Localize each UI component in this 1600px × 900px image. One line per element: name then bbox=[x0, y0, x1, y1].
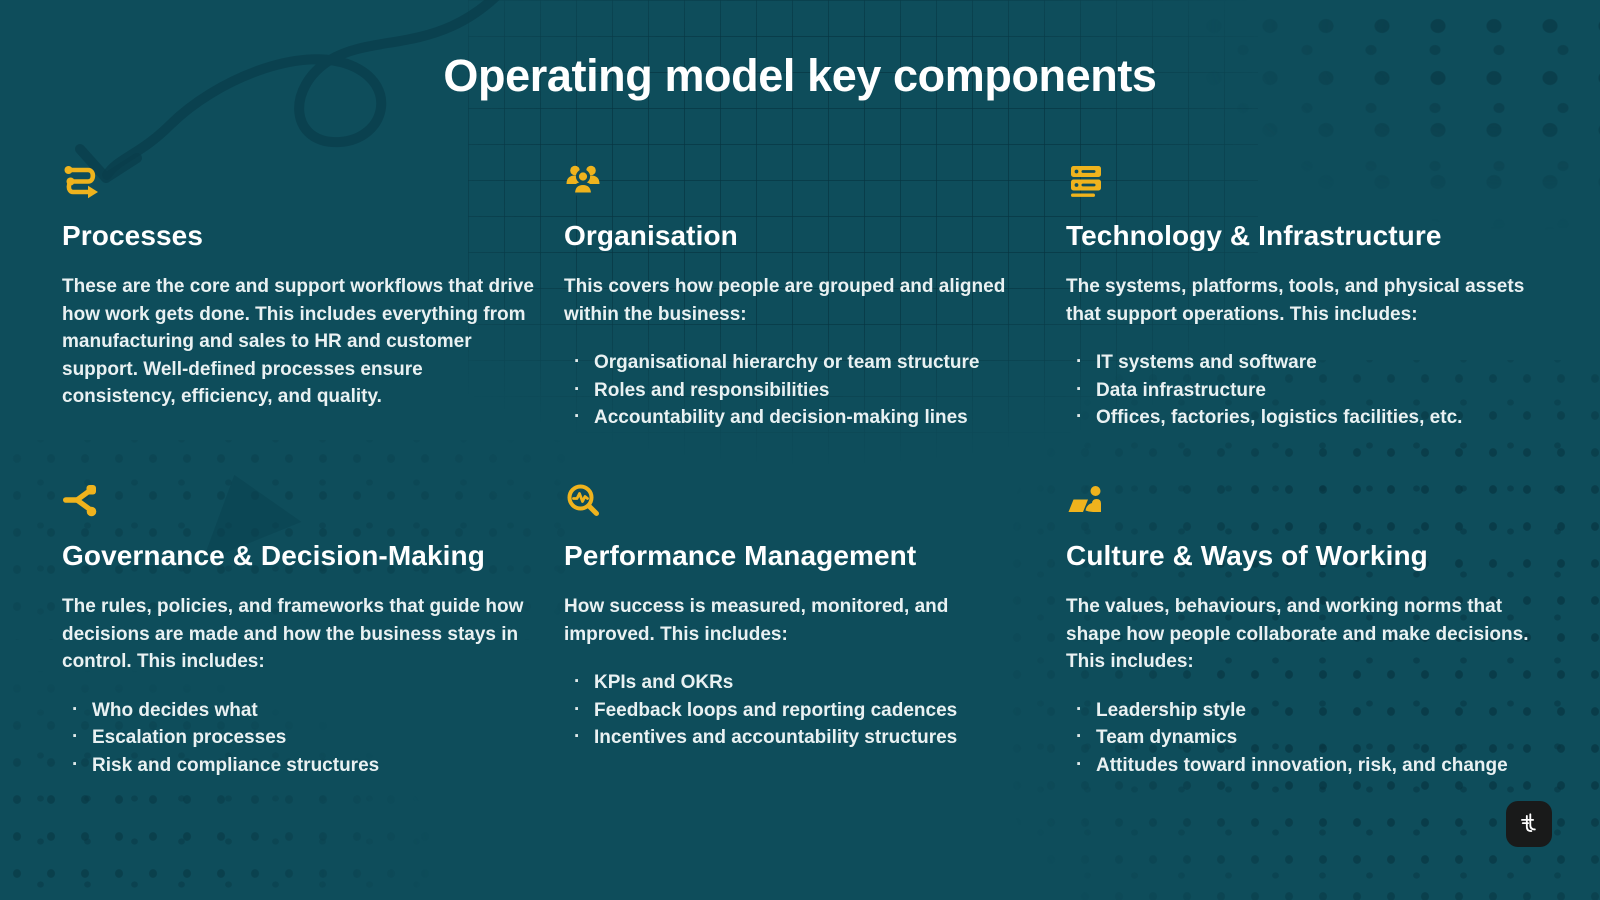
dots-pattern-top-right bbox=[1130, 0, 1600, 240]
bullet-item: KPIs and OKRs bbox=[564, 668, 1036, 697]
section-bullets: Organisational hierarchy or team structu… bbox=[564, 348, 1036, 432]
person-laptop-icon bbox=[1068, 486, 1101, 512]
people-group-icon bbox=[566, 165, 600, 196]
bullet-item: Incentives and accountability structures bbox=[564, 723, 1036, 752]
curved-arrow-doodle bbox=[75, 0, 500, 183]
section-processes: Processes These are the core and support… bbox=[62, 161, 534, 432]
bullet-item: Offices, factories, logistics facilities… bbox=[1066, 403, 1538, 432]
bullet-item: Accountability and decision-making lines bbox=[564, 403, 1036, 432]
section-body: The values, behaviours, and working norm… bbox=[1066, 596, 1529, 673]
bullet-item: Risk and compliance structures bbox=[62, 751, 534, 780]
server-stack-icon bbox=[1071, 166, 1101, 197]
bullet-item: Who decides what bbox=[62, 696, 534, 725]
brand-logo-glyph-icon bbox=[1521, 813, 1536, 832]
magnifier-pulse-icon bbox=[567, 484, 599, 516]
section-bullets: IT systems and software Data infrastruct… bbox=[1066, 348, 1538, 432]
bullet-item: Leadership style bbox=[1066, 696, 1538, 725]
bullet-item: Data infrastructure bbox=[1066, 376, 1538, 405]
section-body: How success is measured, monitored, and … bbox=[564, 596, 949, 645]
share-branch-icon bbox=[63, 485, 97, 517]
section-bullets: Who decides what Escalation processes Ri… bbox=[62, 696, 534, 780]
section-title: Culture & Ways of Working bbox=[1066, 540, 1428, 571]
section-body: The rules, policies, and frameworks that… bbox=[62, 596, 524, 673]
section-title: Performance Management bbox=[564, 540, 917, 571]
bullet-item: Roles and responsibilities bbox=[564, 376, 1036, 405]
brand-logo[interactable] bbox=[1506, 801, 1552, 847]
bullet-item: Organisational hierarchy or team structu… bbox=[564, 348, 1036, 377]
triangle-doodle bbox=[202, 474, 302, 563]
bullet-item: Escalation processes bbox=[62, 723, 534, 752]
bullet-item: Feedback loops and reporting cadences bbox=[564, 696, 1036, 725]
section-body: These are the core and support workflows… bbox=[62, 276, 534, 408]
bullet-item: Team dynamics bbox=[1066, 723, 1538, 752]
section-technology: Technology & Infrastructure The systems,… bbox=[1066, 161, 1538, 432]
section-title: Organisation bbox=[564, 220, 738, 251]
dots-pattern-mid-left bbox=[0, 440, 580, 640]
section-title: Processes bbox=[62, 220, 204, 251]
section-title: Governance & Decision-Making bbox=[62, 540, 485, 571]
bullet-item: IT systems and software bbox=[1066, 348, 1538, 377]
section-governance: Governance & Decision-Making The rules, … bbox=[62, 481, 534, 779]
dots-pattern-right bbox=[1000, 360, 1600, 900]
section-body: The systems, platforms, tools, and physi… bbox=[1066, 276, 1525, 325]
page-title: Operating model key components bbox=[443, 50, 1157, 101]
section-organisation: Organisation This covers how people are … bbox=[564, 161, 1036, 432]
section-bullets: KPIs and OKRs Feedback loops and reporti… bbox=[564, 668, 1036, 752]
content-row-2: Governance & Decision-Making The rules, … bbox=[62, 481, 1538, 779]
section-culture: Culture & Ways of Working The values, be… bbox=[1066, 481, 1538, 779]
bullet-item: Attitudes toward innovation, risk, and c… bbox=[1066, 751, 1538, 780]
content-row-1: Processes These are the core and support… bbox=[62, 161, 1538, 432]
section-body: This covers how people are grouped and a… bbox=[564, 276, 1006, 325]
section-bullets: Leadership style Team dynamics Attitudes… bbox=[1066, 696, 1538, 780]
route-icon bbox=[64, 166, 98, 199]
section-performance: Performance Management How success is me… bbox=[564, 481, 1036, 779]
section-title: Technology & Infrastructure bbox=[1066, 220, 1442, 251]
